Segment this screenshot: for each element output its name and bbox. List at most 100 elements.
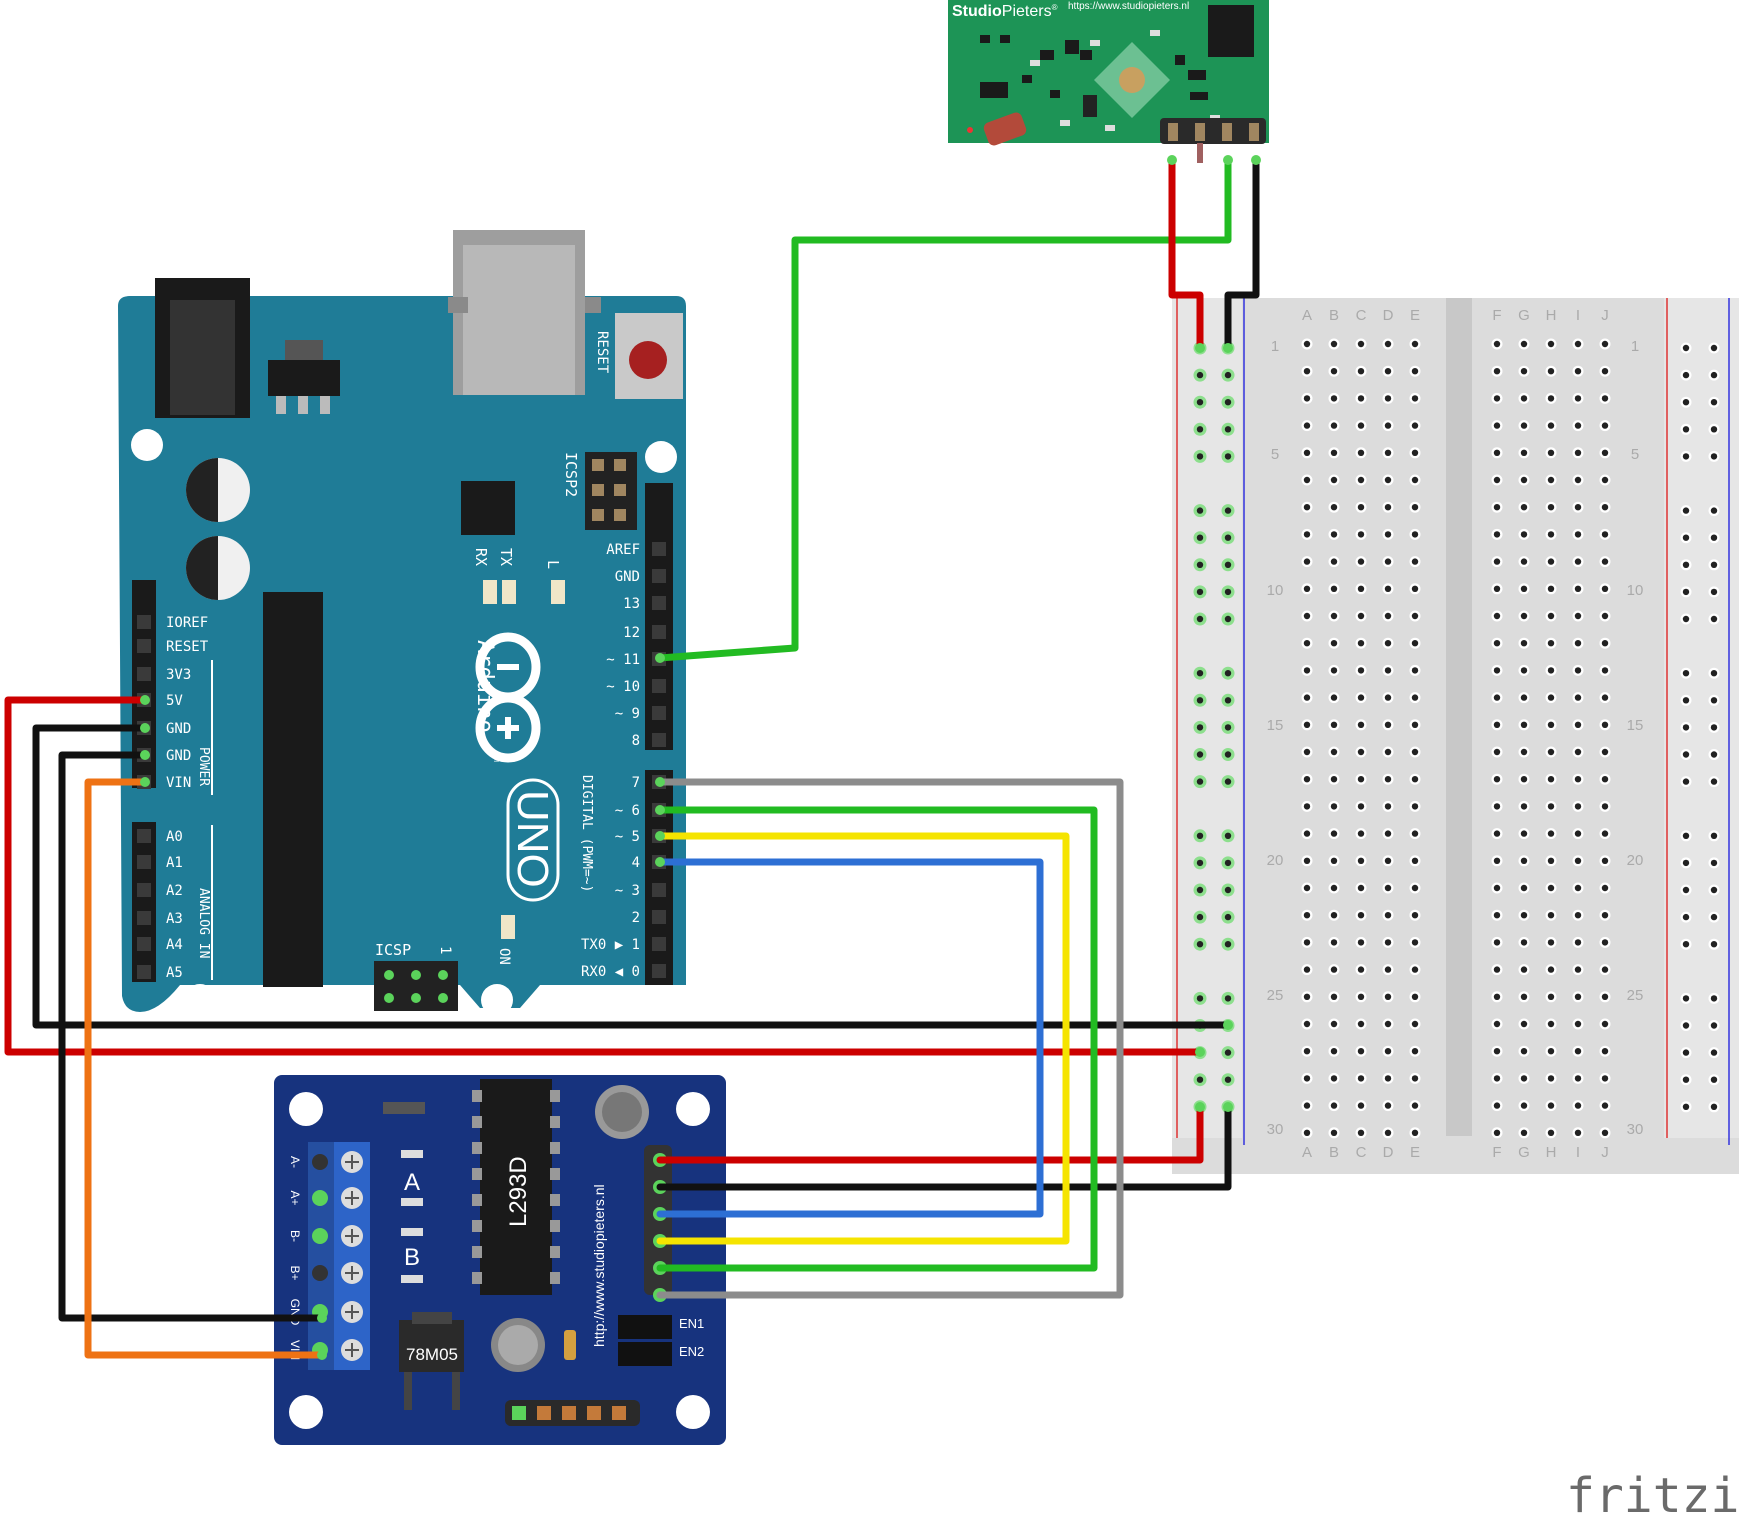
wire-pin5-to-driver (656, 832, 1070, 1245)
breadboard-column-label: E (1410, 307, 1420, 324)
wire-endpoint[interactable] (140, 723, 150, 733)
arduino-header-pin[interactable] (652, 596, 666, 610)
wires (4, 155, 1261, 1360)
wire-endpoint[interactable] (1223, 1020, 1233, 1030)
terminal-label: GND (288, 1299, 302, 1326)
arduino-pin-label: RX0 ◀ 0 (581, 964, 640, 980)
receiver-url: https://www.studiopieters.nl (1068, 1, 1189, 12)
arduino-header-pin[interactable] (652, 706, 666, 720)
breadboard-column-label: A (1302, 1144, 1312, 1161)
arduino-pin-label: 4 (632, 855, 640, 871)
svg-text:StudioPieters®: StudioPieters® (952, 3, 1058, 20)
arduino-header-pin[interactable] (137, 855, 151, 869)
wire-endpoint[interactable] (140, 695, 150, 705)
arduino-header-pin[interactable] (652, 625, 666, 639)
wire-endpoint[interactable] (140, 777, 150, 787)
arduino-pin-label: RESET (166, 639, 209, 655)
wire-endpoint[interactable] (655, 831, 665, 841)
breadboard-column-label: D (1383, 307, 1394, 324)
wire-endpoint[interactable] (655, 857, 665, 867)
arduino-pin-label: A5 (166, 965, 183, 981)
digital-label: DIGITAL (PWM=~) (579, 775, 594, 892)
breadboard-column-label: F (1492, 1144, 1501, 1161)
arduino-pin-label: 13 (623, 596, 640, 612)
arduino-pin-label: 7 (632, 775, 640, 791)
wire-endpoint[interactable] (655, 805, 665, 815)
terminal-label: A+ (288, 1190, 302, 1205)
breadboard-row-number: 10 (1627, 582, 1644, 599)
wire-endpoint[interactable] (1223, 155, 1233, 165)
arduino-pin-label: ~ 11 (606, 652, 640, 668)
breadboard-column-label: H (1546, 1144, 1557, 1161)
wire-endpoint[interactable] (1195, 1047, 1205, 1057)
regulator-label: 78M05 (406, 1345, 458, 1364)
arduino-pin-label: ~ 5 (615, 829, 640, 845)
power-label: POWER (196, 747, 211, 786)
wire-5v-arduino-to-breadboard (4, 696, 1204, 1056)
arduino-pin-label: A0 (166, 829, 183, 845)
wire-endpoint[interactable] (1251, 155, 1261, 165)
arduino-header-pin[interactable] (652, 910, 666, 924)
wire-endpoint[interactable] (1167, 155, 1177, 165)
rx-label: RX (472, 548, 490, 566)
arduino-header-pin[interactable] (652, 679, 666, 693)
wire-endpoint[interactable] (1195, 343, 1205, 353)
arduino-header-pin[interactable] (137, 639, 151, 653)
arduino-header-pin[interactable] (137, 883, 151, 897)
breadboard-column-label: F (1492, 307, 1501, 324)
arduino-header-pin[interactable] (652, 733, 666, 747)
breadboard-column-label: I (1576, 307, 1580, 324)
receiver-brand-regular: Pieters (1002, 3, 1052, 20)
arduino-header-pin[interactable] (652, 883, 666, 897)
arduino-header-pin[interactable] (137, 911, 151, 925)
icsp-label: ICSP (375, 941, 411, 959)
arduino-header-pin[interactable] (137, 667, 151, 681)
breadboard-column-label: C (1356, 307, 1367, 324)
breadboard-column-label: J (1601, 307, 1609, 324)
wire-endpoint[interactable] (1223, 343, 1233, 353)
arduino-header-pin[interactable] (652, 542, 666, 556)
arduino-header-pin[interactable] (137, 965, 151, 979)
breadboard-column-label: D (1383, 1144, 1394, 1161)
wire-vin-arduino-to-driver (84, 778, 326, 1359)
wire-pin4-to-driver (656, 858, 1044, 1218)
wire-receiver-gnd (1224, 156, 1260, 352)
breadboard-column-label: J (1601, 1144, 1609, 1161)
arduino-pin-label: GND (615, 569, 640, 585)
arduino-header-pin[interactable] (137, 615, 151, 629)
wire-driver-5v (656, 1103, 1204, 1164)
receiver-brand-bold: Studio (952, 3, 1002, 20)
arduino-pin-label: ~ 3 (615, 883, 640, 899)
tx-label: TX (497, 548, 515, 566)
wire-endpoint[interactable] (1195, 1102, 1205, 1112)
wire-endpoint[interactable] (140, 750, 150, 760)
arduino-pin-label: 5V (166, 693, 183, 709)
arduino-pin-label: 12 (623, 625, 640, 641)
motor-a-label: A (404, 1169, 420, 1196)
arduino-header-pin[interactable] (652, 937, 666, 951)
fritzing-watermark: fritzing (1566, 1468, 1739, 1524)
arduino-pin-label: A2 (166, 883, 183, 899)
breadboard-row-number: 25 (1627, 987, 1644, 1004)
wire-endpoint[interactable] (655, 653, 665, 663)
arduino-pin-label: TX0 ▶ 1 (581, 937, 640, 953)
wire-endpoint[interactable] (1223, 1102, 1233, 1112)
wire-endpoint[interactable] (317, 1350, 327, 1360)
terminal-label: B- (288, 1230, 302, 1242)
arduino-tm: TM (492, 752, 499, 762)
wire-endpoint[interactable] (655, 777, 665, 787)
arduino-header-pin[interactable] (137, 937, 151, 951)
arduino-header-pin[interactable] (652, 569, 666, 583)
uno-label: UNO (508, 790, 557, 888)
breadboard-row-number: 10 (1267, 582, 1284, 599)
l293d-motor-driver-board: L293D A B 78M05 http://www.studiopieters… (274, 1075, 726, 1445)
breadboard-row-number: 1 (1271, 338, 1279, 355)
breadboard-column-label: H (1546, 307, 1557, 324)
arduino-pin-label: GND (166, 721, 191, 737)
arduino-pin-label: IOREF (166, 615, 208, 631)
wire-endpoint[interactable] (317, 1313, 327, 1323)
arduino-header-pin[interactable] (652, 964, 666, 978)
breadboard-row-number: 15 (1627, 717, 1644, 734)
arduino-header-pin[interactable] (137, 829, 151, 843)
